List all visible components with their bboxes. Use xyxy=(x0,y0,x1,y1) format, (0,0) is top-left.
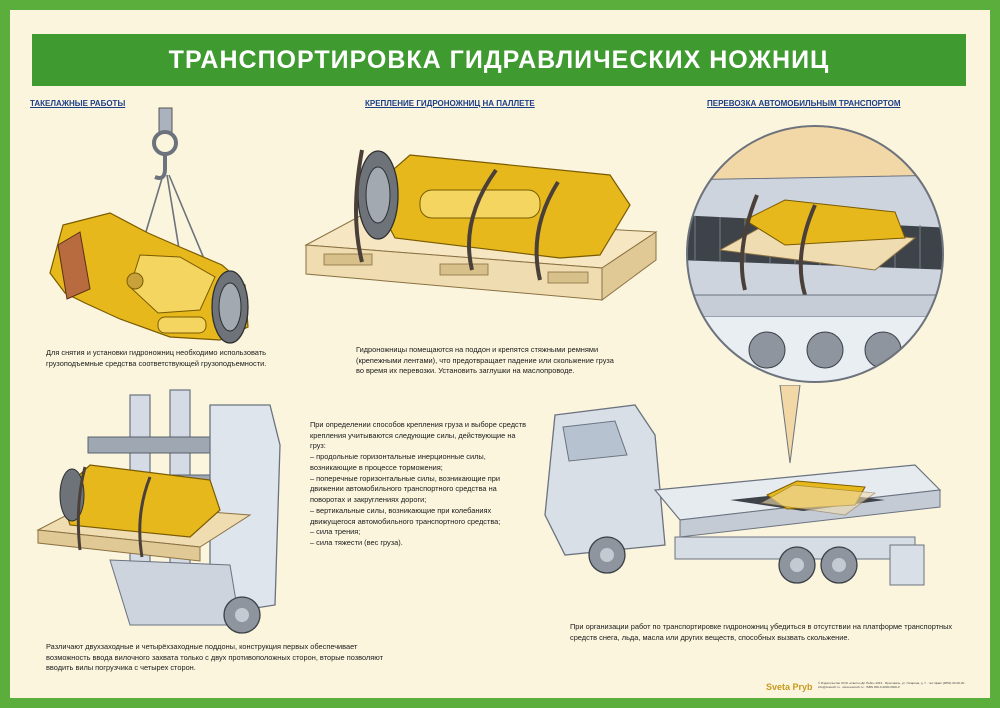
publisher-fine-print: © Издательство ООО «Светоч-Дл Пейп» 2016… xyxy=(818,681,967,689)
truck-detail-illustration xyxy=(686,125,944,383)
rigging-illustration xyxy=(49,107,249,344)
section-heading-truck: ПЕРЕВОЗКА АВТОМОБИЛЬНЫМ ТРАНСПОРТОМ xyxy=(707,99,901,108)
footer: Sveta Pryb © Издательство ООО «Светоч-Дл… xyxy=(766,681,986,696)
forces-item: – вертикальные силы, возникающие при кол… xyxy=(310,505,501,526)
pallet-text: Гидроножницы помещаются на поддон и креп… xyxy=(356,345,614,376)
page-title: ТРАНСПОРТИРОВКА ГИДРАВЛИЧЕСКИХ НОЖНИЦ xyxy=(168,45,830,74)
section-heading-rigging: ТАКЕЛАЖНЫЕ РАБОТЫ xyxy=(30,99,126,108)
forces-item: – продольные горизонтальные инерционные … xyxy=(310,452,486,472)
section-heading-pallet: КРЕПЛЕНИЕ ГИДРОНОЖНИЦ НА ПАЛЛЕТЕ xyxy=(365,99,535,108)
forces-item: – сила трения; xyxy=(310,527,361,537)
forces-intro: При определении способов крепления груза… xyxy=(310,420,527,451)
rigging-text: Для снятия и установки гидроножниц необх… xyxy=(46,348,267,368)
forces-text: При определении способов крепления груза… xyxy=(310,420,532,549)
poster: ТРАНСПОРТИРОВКА ГИДРАВЛИЧЕСКИХ НОЖНИЦ ТА… xyxy=(10,10,990,698)
pallet-illustration xyxy=(304,149,658,301)
forces-item: – поперечные горизонтальные силы, возник… xyxy=(310,473,500,505)
forklift-text: Различают двухзаходные и четырёхзаходные… xyxy=(46,642,383,673)
publisher-logo: Sveta Pryb xyxy=(766,682,813,692)
truck-illustration xyxy=(544,404,942,586)
detail-pointer xyxy=(779,385,801,464)
truck-text: При организации работ по транспортировке… xyxy=(570,622,953,642)
forklift-illustration xyxy=(36,389,281,634)
forces-item: – сила тяжести (вес груза). xyxy=(310,538,403,548)
title-bar: ТРАНСПОРТИРОВКА ГИДРАВЛИЧЕСКИХ НОЖНИЦ xyxy=(32,34,966,86)
